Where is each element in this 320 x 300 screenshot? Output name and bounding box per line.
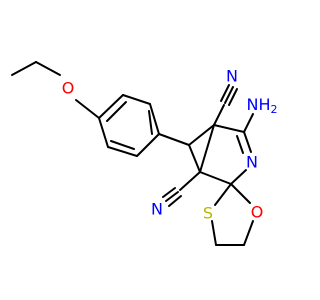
triple-bond-upper-a: [224, 86, 234, 104]
bond-c1-c2: [213, 124, 245, 133]
bond-c6-c1: [188, 124, 215, 146]
bond-benzene-5: [107, 146, 138, 157]
triple-bond-upper-b: [228, 88, 238, 106]
bond-c1-cn: [213, 104, 225, 126]
bond-c4-c5: [199, 171, 232, 185]
bond-benzene-inner-3: [110, 140, 135, 150]
bond-ch2-o: [243, 220, 254, 246]
triple-bond-lower-a: [165, 191, 179, 202]
bond-benzene-inner-2: [148, 110, 153, 135]
bond-c4-s: [214, 183, 232, 206]
bond-ethyl-cc: [11, 61, 37, 76]
sulfur-ring-label: S: [203, 204, 213, 223]
bond-benzene-inner-1: [106, 101, 127, 122]
bond-c2-nh2: [243, 113, 254, 133]
bond-c6-c5: [188, 144, 201, 173]
molecule-structure: O N NH2 N N S O: [11, 61, 278, 246]
bond-c2-n3: [243, 131, 252, 153]
bond-benzene-1: [98, 94, 124, 119]
nitrogen-upper-nitrile-label: N: [226, 67, 238, 86]
atom-labels: O N NH2 N N S O: [62, 67, 278, 223]
bond-benzene-4: [136, 133, 160, 157]
bond-n3-c4: [230, 169, 247, 185]
bond-benzene-2: [122, 94, 151, 105]
amino-group-label: NH2: [247, 95, 278, 116]
bond-c2-n3-double: [236, 135, 244, 154]
bond-c1-c5: [199, 124, 215, 173]
bonds: [11, 61, 254, 246]
triple-bond-upper-c: [220, 84, 230, 102]
bond-benzene-3: [149, 103, 160, 135]
bond-o-aryl: [75, 99, 100, 119]
bond-s-ch2: [211, 220, 217, 246]
bond-benzene-6: [98, 117, 109, 148]
triple-bond-lower-b: [168, 195, 182, 207]
bond-c5-cn: [179, 171, 201, 191]
bond-aryl-c6: [158, 133, 190, 146]
nitrogen-imine-label: N: [246, 153, 258, 172]
oxygen-ether-label: O: [62, 79, 75, 98]
nitrogen-lower-nitrile-label: N: [151, 200, 163, 219]
bond-c4-o: [230, 183, 251, 204]
triple-bond-lower-c: [162, 187, 176, 198]
bond-ethyl-co: [35, 61, 61, 76]
oxygen-ring-label: O: [251, 203, 264, 222]
